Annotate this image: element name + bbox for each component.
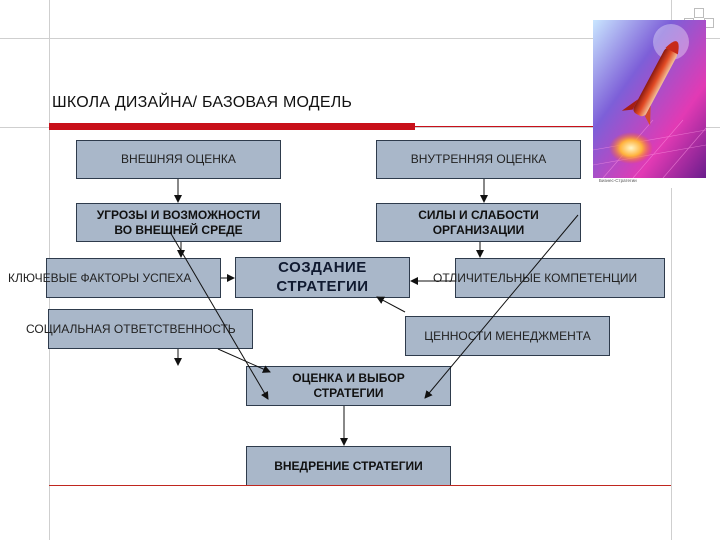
evaluation-choice-box: ОЦЕНКА И ВЫБОР СТРАТЕГИИ: [246, 366, 451, 406]
threats-opportunities-line-2: ВО ВНЕШНЕЙ СРЕДЕ: [114, 222, 243, 237]
image-credit: Бизнес-Стратегии: [599, 178, 637, 183]
strategy-creation-line-1: СОЗДАНИЕ: [278, 258, 367, 276]
rocket-icon: [593, 20, 706, 188]
corner-square: [694, 8, 704, 18]
grid-line: [671, 0, 672, 540]
bottom-rule: [49, 485, 671, 486]
management-values-box: ЦЕННОСТИ МЕНЕДЖМЕНТА: [405, 316, 610, 356]
strengths-weaknesses-box: СИЛЫ И СЛАБОСТИ ОРГАНИЗАЦИИ: [376, 203, 581, 242]
title-accent-line: [415, 126, 670, 127]
strengths-weaknesses-line-2: ОРГАНИЗАЦИИ: [432, 222, 525, 237]
implementation-label: ВНЕДРЕНИЕ СТРАТЕГИИ: [274, 458, 423, 473]
evaluation-choice-line-1: ОЦЕНКА И ВЫБОР: [292, 371, 405, 385]
threats-opportunities-box: УГРОЗЫ И ВОЗМОЖНОСТИ ВО ВНЕШНЕЙ СРЕДЕ: [76, 203, 281, 242]
arrow: [376, 296, 406, 313]
distinctive-competences-label: ОТЛИЧИТЕЛЬНЫЕ КОМПЕТЕНЦИИ: [433, 271, 638, 285]
slide-title: ШКОЛА ДИЗАЙНА/ БАЗОВАЯ МОДЕЛЬ: [52, 94, 353, 111]
strategy-creation-line-2: СТРАТЕГИИ: [276, 277, 369, 295]
grid-line: [0, 38, 720, 39]
implementation-box: ВНЕДРЕНИЕ СТРАТЕГИИ: [246, 446, 451, 486]
management-values-label: ЦЕННОСТИ МЕНЕДЖМЕНТА: [424, 328, 591, 343]
internal-assessment-label: ВНУТРЕННЯЯ ОЦЕНКА: [410, 152, 547, 166]
key-success-factors-label: КЛЮЧЕВЫЕ ФАКТОРЫ УСПЕХА: [8, 271, 192, 285]
threats-opportunities-line-1: УГРОЗЫ И ВОЗМОЖНОСТИ: [96, 207, 261, 222]
strengths-weaknesses-line-1: СИЛЫ И СЛАБОСТИ: [418, 207, 539, 222]
social-responsibility-label: СОЦИАЛЬНАЯ ОТВЕТСТВЕННОСТЬ: [26, 322, 236, 336]
internal-assessment-box: ВНУТРЕННЯЯ ОЦЕНКА: [376, 140, 581, 179]
external-assessment-label: ВНЕШНЯЯ ОЦЕНКА: [121, 152, 236, 166]
title-accent-bar: [49, 123, 415, 130]
external-assessment-box: ВНЕШНЯЯ ОЦЕНКА: [76, 140, 281, 179]
strategy-creation-box: СОЗДАНИЕ СТРАТЕГИИ: [235, 257, 410, 298]
evaluation-choice-line-2: СТРАТЕГИИ: [313, 386, 384, 400]
